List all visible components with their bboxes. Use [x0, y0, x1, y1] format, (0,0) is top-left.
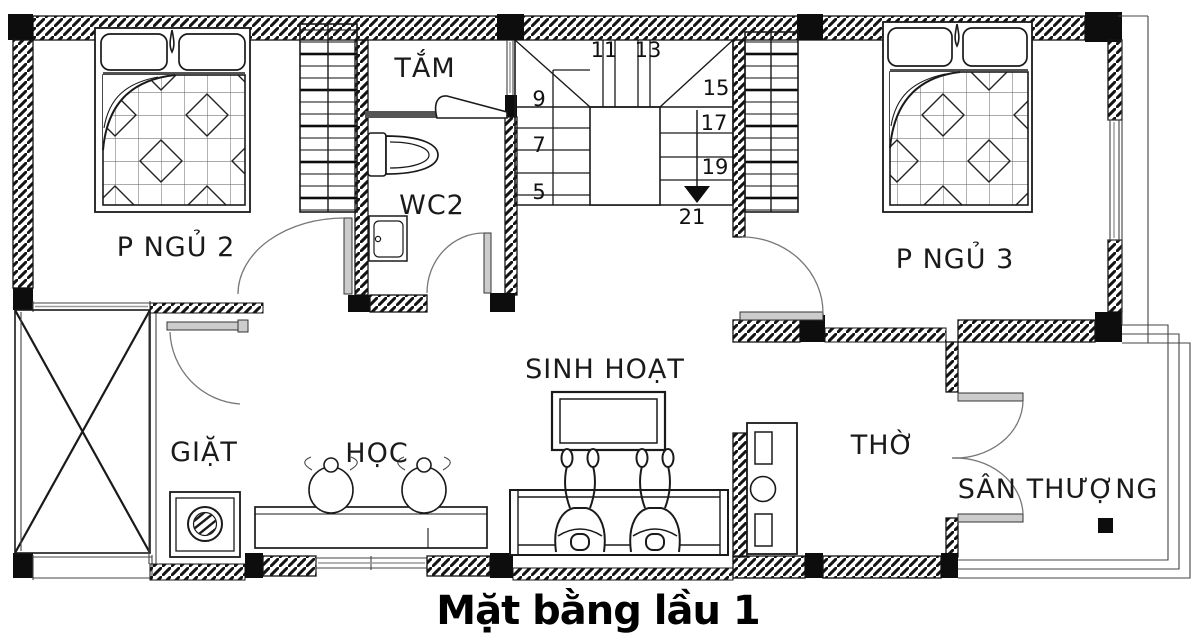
stair-step-numbers: 5 7 9 11 13 15 17 19 21	[532, 38, 729, 229]
toilet-icon	[367, 132, 439, 177]
staircase: 5 7 9 11 13 15 17 19 21	[514, 38, 734, 229]
room-label-bedroom3: P NGỦ 3	[896, 241, 1015, 275]
sink-icon	[368, 215, 408, 262]
plan-title: Mặt bằng lầu 1	[436, 587, 759, 634]
door-bedroom3	[739, 236, 824, 321]
step-number: 7	[532, 133, 545, 157]
window	[315, 556, 428, 572]
step-number: 15	[703, 76, 730, 100]
shower-door-icon	[434, 95, 508, 119]
wardrobe-icon	[299, 23, 358, 213]
tv-icon	[550, 390, 667, 452]
door-terrace	[951, 392, 1024, 523]
room-label-study: HỌC	[345, 438, 408, 469]
void-area	[14, 309, 151, 554]
window	[1108, 119, 1122, 241]
door-bedroom2	[237, 217, 353, 295]
step-number: 9	[532, 87, 545, 111]
room-label-bath: TẮM	[393, 49, 455, 84]
room-label-laundry: GIẶT	[170, 435, 238, 468]
washing-machine-icon	[169, 491, 241, 558]
step-number: 11	[591, 38, 618, 62]
altar-table-icon	[746, 422, 798, 555]
room-label-altar: THỜ	[850, 429, 915, 461]
terrace-railing	[958, 324, 1191, 579]
bed-icon	[882, 21, 1033, 213]
step-number: 17	[701, 111, 728, 135]
step-number: 5	[532, 180, 545, 204]
room-label-wc2: WC2	[399, 190, 465, 221]
stair-direction-arrow-icon	[684, 186, 710, 203]
chair-icon	[397, 456, 451, 514]
terrace-marker-icon	[1098, 518, 1113, 533]
step-number: 19	[702, 155, 729, 179]
room-label-living: SINH HOẠT	[525, 354, 685, 385]
door-wc2	[426, 232, 492, 294]
bath-divider	[365, 95, 508, 119]
window	[506, 40, 514, 95]
room-label-bedroom2: P NGỦ 2	[117, 229, 236, 263]
sofa-icon	[509, 489, 729, 556]
bed-icon	[94, 27, 251, 213]
step-number: 13	[635, 38, 662, 62]
walls	[8, 12, 1123, 581]
ledge-lines	[1118, 15, 1149, 343]
wardrobe-icon	[744, 31, 799, 213]
step-number: 21	[679, 205, 706, 229]
desk-icon	[254, 506, 488, 549]
chair-icon	[304, 456, 358, 514]
door-laundry	[166, 319, 249, 405]
room-label-terrace: SÂN THƯỢNG	[958, 473, 1159, 505]
